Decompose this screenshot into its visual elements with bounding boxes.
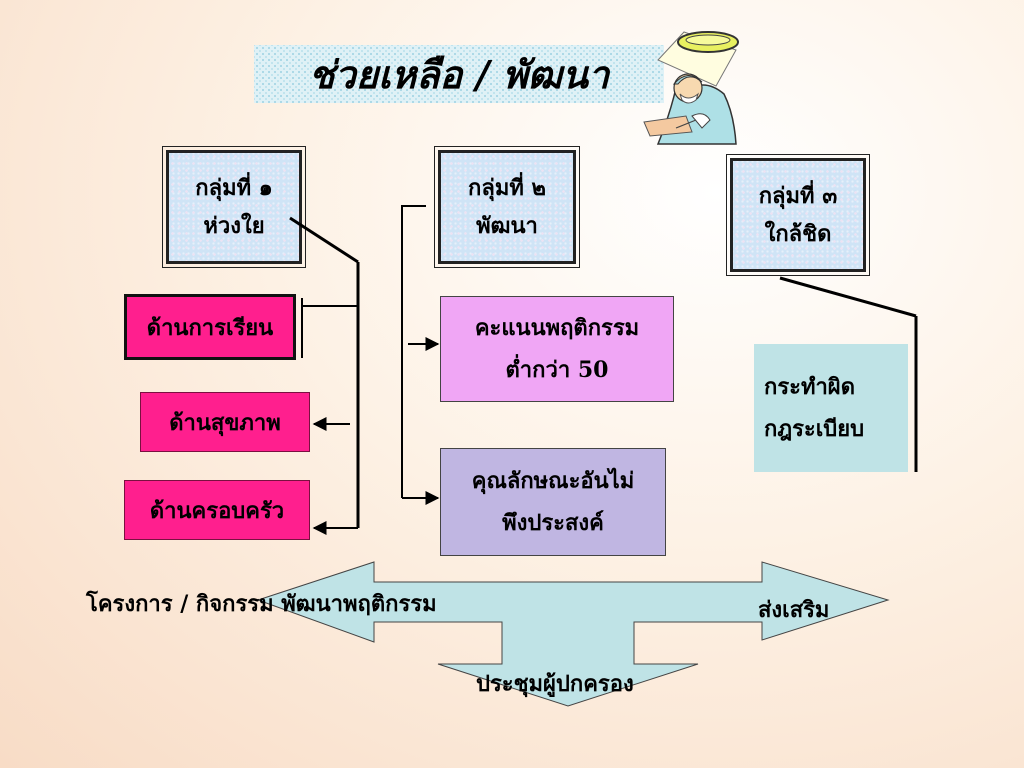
group-1-box: กลุ่มที่ ๑ ห่วงใย [162, 146, 306, 268]
rule-violation-box: กระทำผิด กฎระเบียบ [754, 344, 908, 472]
study-box: ด้านการเรียน [124, 294, 296, 360]
undesirable-traits-line2: พึงประสงค์ [502, 510, 604, 536]
group-2-subtitle: พัฒนา [476, 213, 538, 239]
rule-violation-line2: กฎระเบียบ [764, 416, 865, 442]
group-3-box: กลุ่มที่ ๓ ใกล้ชิด [726, 154, 870, 276]
group-1-subtitle: ห่วงใย [203, 213, 265, 239]
group-2-box: กลุ่มที่ ๒ พัฒนา [434, 146, 580, 268]
group-3-connector [779, 276, 917, 318]
group-2-title: กลุ่มที่ ๒ [468, 175, 546, 201]
study-label: ด้านการเรียน [146, 314, 274, 341]
health-label: ด้านสุขภาพ [169, 409, 281, 436]
doctor-with-lamp-icon [643, 31, 739, 145]
undesirable-traits-box: คุณลักษณะอันไม่ พึงประสงค์ [440, 448, 666, 556]
group-3-title: กลุ่มที่ ๓ [758, 183, 838, 209]
parent-meeting-label: ประชุมผู้ปกครอง [476, 671, 634, 697]
group-2-bracket [401, 205, 426, 498]
rule-violation-line1: กระทำผิด [764, 374, 855, 400]
undesirable-traits-line1: คุณลักษณะอันไม่ [471, 468, 635, 494]
group-1-title: กลุ่มที่ ๑ [195, 175, 273, 201]
behavior-score-line1: คะแนนพฤติกรรม [474, 315, 640, 341]
project-activity-label: โครงการ / กิจกรรม พัฒนาพฤติกรรม [86, 591, 437, 617]
family-label: ด้านครอบครัว [149, 497, 285, 524]
behavior-score-box: คะแนนพฤติกรรม ต่ำกว่า 50 [440, 296, 674, 402]
group-3-subtitle: ใกล้ชิด [764, 221, 832, 247]
group-1-connector [289, 216, 359, 264]
family-box: ด้านครอบครัว [124, 480, 310, 540]
title-banner [254, 45, 664, 103]
behavior-score-line2: ต่ำกว่า 50 [505, 357, 609, 383]
double-arrow-shape [256, 561, 890, 707]
health-box: ด้านสุขภาพ [140, 392, 310, 452]
promote-label: ส่งเสริม [758, 597, 830, 623]
page-title: ช่วยเหลือ / พัฒนา [308, 51, 610, 97]
